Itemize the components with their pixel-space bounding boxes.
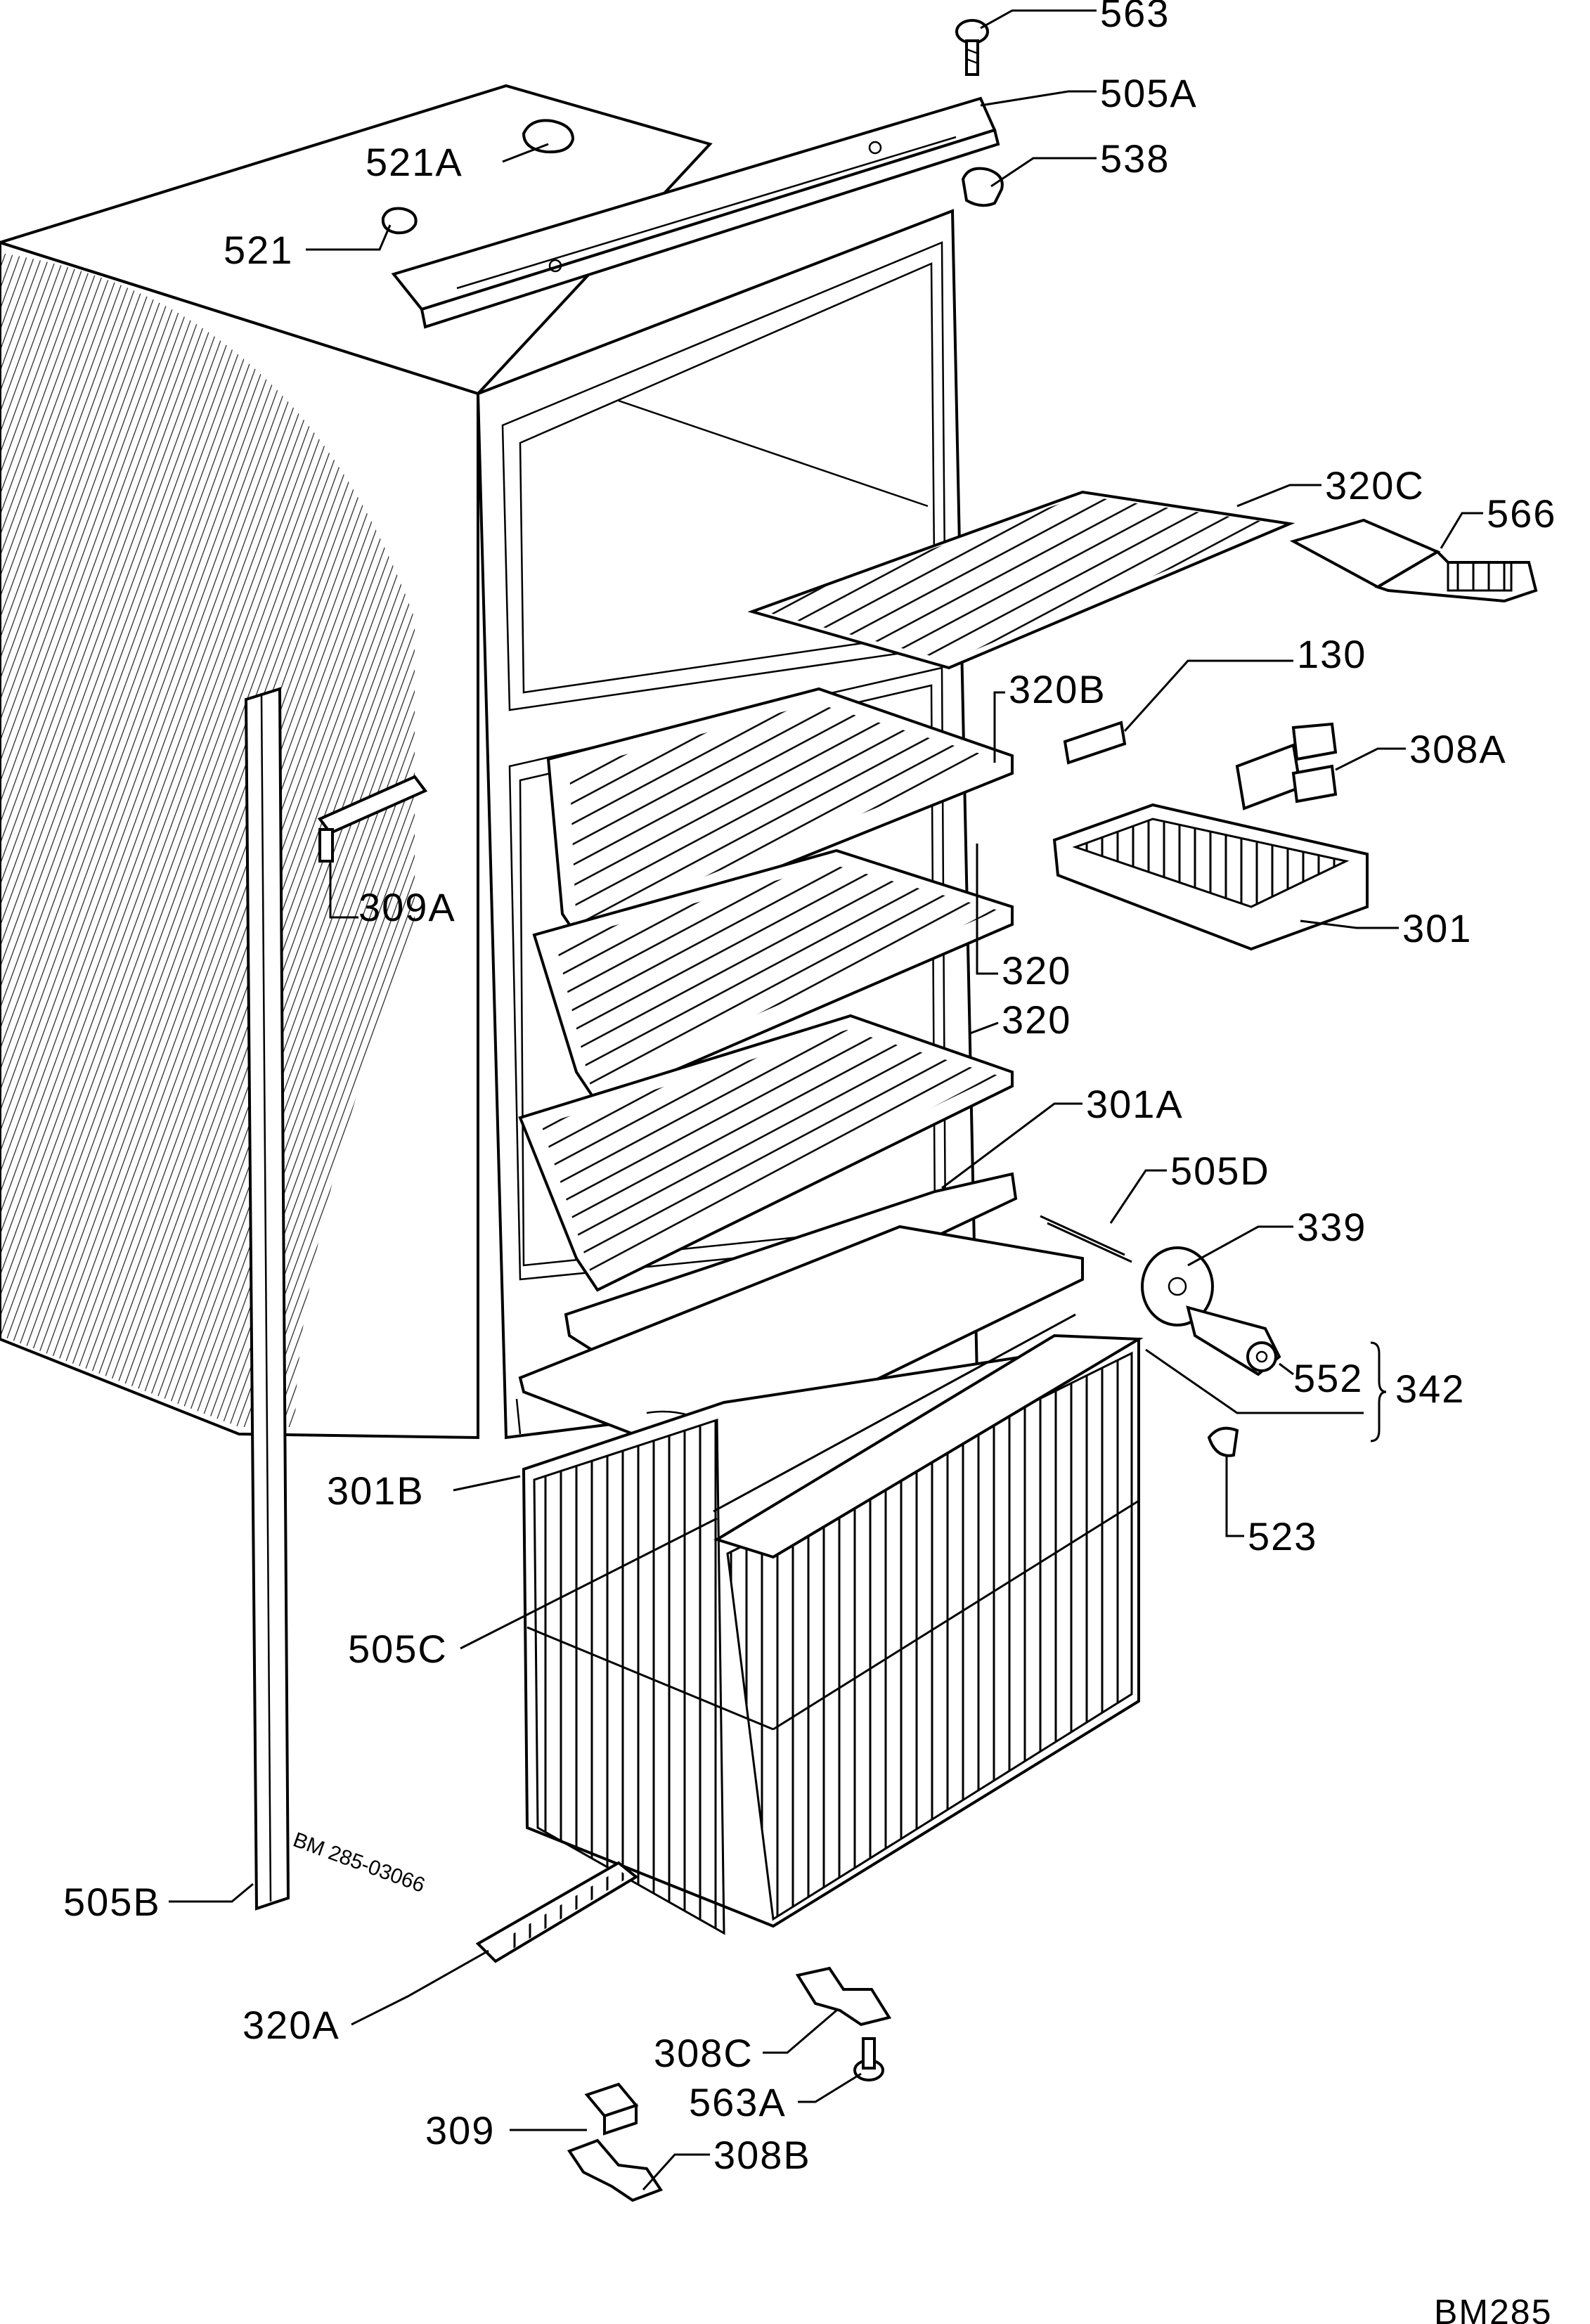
part-320A-rail [475, 1861, 639, 1963]
label-320C: 320C [1325, 463, 1425, 508]
part-308A-hinge [1235, 722, 1338, 811]
part-320-shelf-lower [518, 1014, 1014, 1292]
part-320-shelf-middle [532, 848, 1014, 1106]
label-309: 309 [425, 2108, 495, 2152]
part-538-bracket [961, 167, 1004, 207]
label-339: 339 [1297, 1205, 1366, 1249]
label-563: 563 [1100, 0, 1170, 35]
label-505B: 505B [63, 1880, 161, 1924]
drawing-code: BM 285-03066 [290, 1828, 428, 1897]
label-538: 538 [1100, 136, 1170, 181]
leader-lines [169, 9, 1483, 2191]
part-505B-vertical-strip [244, 687, 290, 1911]
part-521A-cap [522, 119, 575, 154]
label-505A: 505A [1100, 71, 1198, 115]
label-505D: 505D [1170, 1149, 1270, 1193]
label-566: 566 [1487, 491, 1556, 536]
label-320-a: 320 [1002, 948, 1071, 993]
label-320A: 320A [243, 2003, 340, 2047]
label-320-b: 320 [1002, 998, 1071, 1042]
label-523: 523 [1248, 1514, 1317, 1558]
part-552-roller [1186, 1305, 1281, 1376]
label-505C: 505C [348, 1627, 448, 1671]
label-301B: 301B [327, 1468, 425, 1513]
label-308A: 308A [1409, 727, 1507, 771]
part-309A-latch [317, 775, 428, 863]
part-130-plate [1063, 721, 1127, 765]
part-308B-hinge [567, 2138, 664, 2202]
part-309-block [584, 2082, 639, 2136]
part-505C-rod [713, 1313, 1076, 1513]
part-566-ice-scraper [1289, 518, 1538, 603]
part-308C-hinge [795, 1966, 892, 2027]
label-552: 552 [1293, 1356, 1363, 1400]
part-505A-hinge-bar [391, 96, 1000, 329]
part-505D-rod [1040, 1215, 1132, 1263]
label-521A: 521A [366, 140, 463, 184]
label-521: 521 [224, 228, 293, 272]
crisper-basket [522, 1334, 1144, 1935]
label-301: 301 [1402, 906, 1472, 950]
label-308C: 308C [654, 2031, 754, 2075]
label-308B: 308B [713, 2133, 811, 2177]
part-339-wheel [1141, 1246, 1214, 1326]
label-320B: 320B [1009, 667, 1106, 711]
label-130: 130 [1297, 632, 1366, 676]
label-301A: 301A [1086, 1082, 1184, 1126]
label-309A: 309A [358, 885, 456, 929]
label-342: 342 [1395, 1367, 1465, 1411]
corner-code: BM285 [1434, 2292, 1552, 2324]
brace-342 [1370, 1341, 1387, 1442]
part-301-ice-tray [1052, 803, 1369, 951]
part-563-screw [955, 19, 989, 76]
part-563A-screw [853, 2037, 884, 2081]
part-320C-grid-shelf [747, 490, 1295, 670]
part-523-clip [1207, 1426, 1239, 1457]
part-320B-shelf-top [546, 687, 1014, 948]
part-labels: 563 505A 521A 538 521 320C 566 130 320B … [63, 0, 1556, 2324]
label-563A: 563A [689, 2080, 787, 2124]
